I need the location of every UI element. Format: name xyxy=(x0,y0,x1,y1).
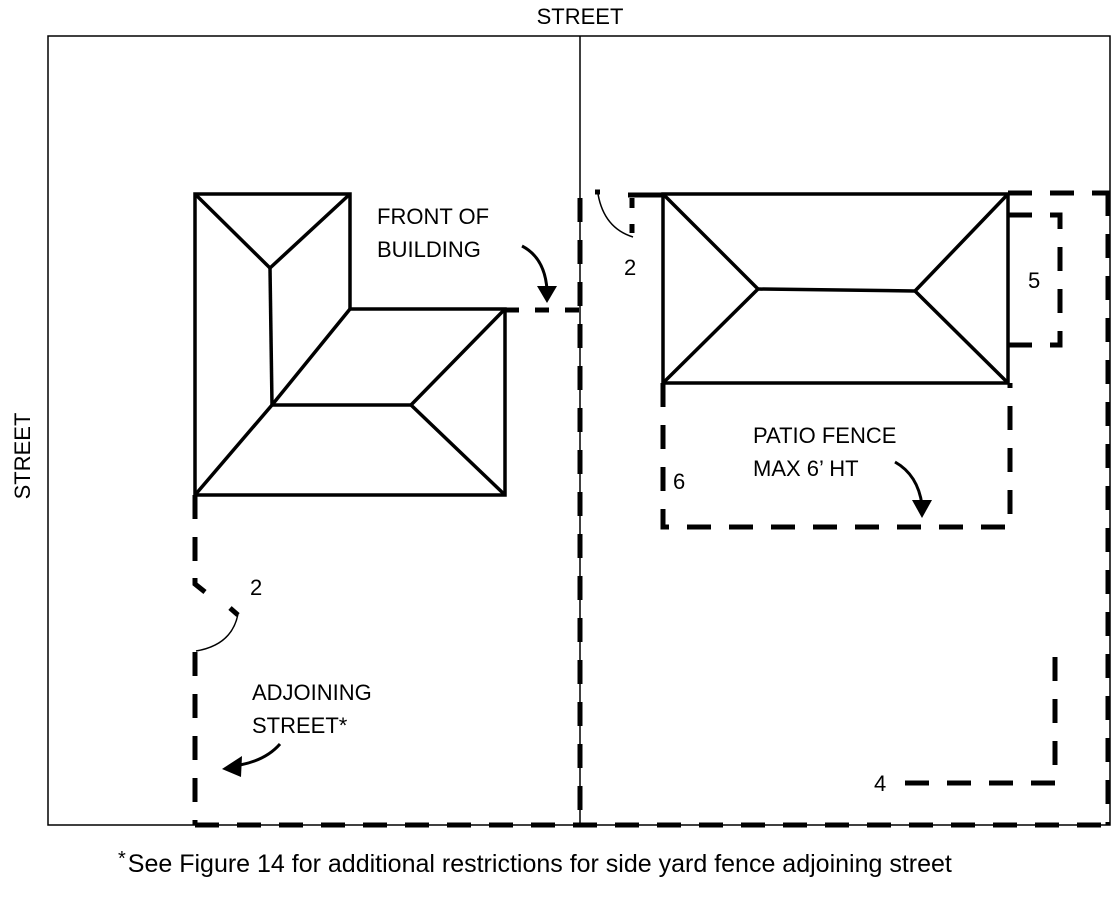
gate-swing-arcs xyxy=(195,193,634,652)
fence-patio xyxy=(660,383,1013,530)
arrow-front-of-building xyxy=(521,244,549,291)
right-building-roof xyxy=(661,192,1010,385)
arrow-heads xyxy=(222,286,932,777)
fence-rear-corner xyxy=(905,650,1058,786)
arrowhead-patio-fence xyxy=(912,500,932,518)
gate-arc-right xyxy=(597,193,634,238)
right-building-outline xyxy=(661,192,1010,385)
footnote: *See Figure 14 for additional restrictio… xyxy=(118,848,952,879)
street-top-label: STREET xyxy=(537,4,624,29)
arrow-patio-fence xyxy=(894,460,924,506)
height-left-gate: 2 xyxy=(250,575,262,600)
height-rear-corner: 4 xyxy=(874,771,886,796)
gate-left-leaf-top xyxy=(192,578,207,594)
label-front-of-building-1: FRONT OF xyxy=(377,204,489,229)
arrow-adjoining-street xyxy=(239,742,282,767)
gate-arc-left xyxy=(195,613,239,652)
arrowhead-adjoining-street xyxy=(222,756,242,777)
street-left-label: STREET xyxy=(10,413,35,500)
arrowhead-front-of-building xyxy=(537,286,557,303)
label-adjoining-street-1: ADJOINING xyxy=(252,680,372,705)
footnote-text: See Figure 14 for additional restriction… xyxy=(127,850,952,878)
height-right-gate: 2 xyxy=(624,255,636,280)
label-patio-fence-2: MAX 6’ HT xyxy=(753,456,859,481)
fences xyxy=(192,189,1111,828)
gate-left-leaf-bottom xyxy=(228,606,240,617)
label-front-of-building-2: BUILDING xyxy=(377,237,481,262)
height-patio: 6 xyxy=(673,469,685,494)
footnote-marker: * xyxy=(118,848,126,870)
label-adjoining-street-2: STREET* xyxy=(252,713,348,738)
label-patio-fence-1: PATIO FENCE xyxy=(753,423,896,448)
height-side-enclosure: 5 xyxy=(1028,268,1040,293)
